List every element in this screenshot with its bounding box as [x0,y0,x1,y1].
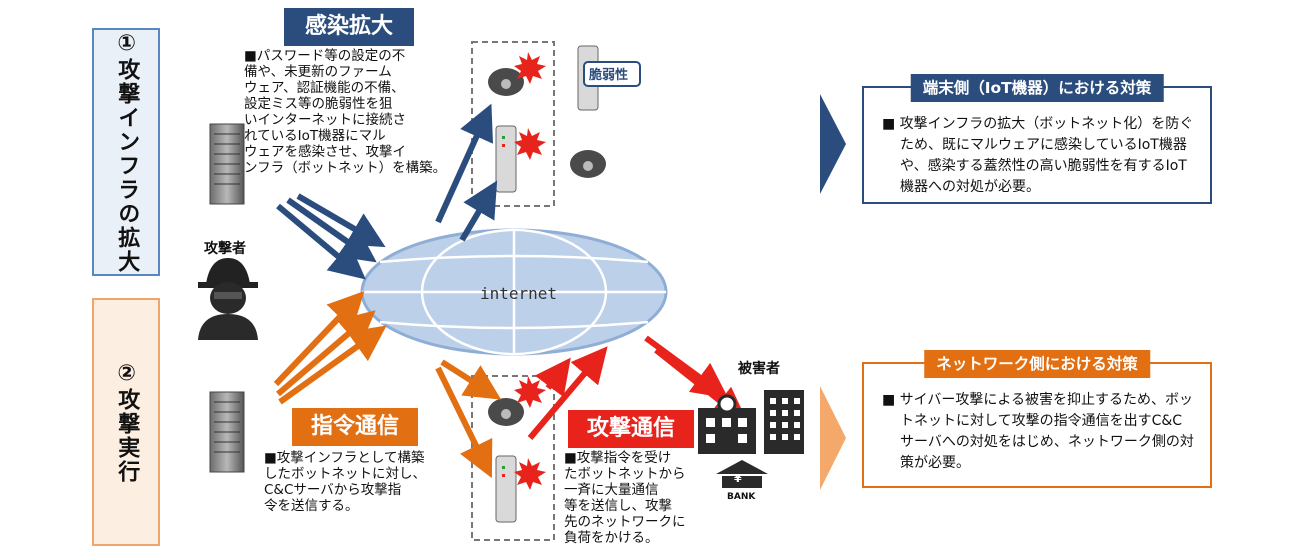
attack-badge: 攻撃通信 [568,410,694,448]
infection-badge: 感染拡大 [284,8,414,46]
network-measures-body: ■ サイバー攻撃による被害を抑止するため、ボットネットに対して攻撃の指令通信を出… [882,392,1194,471]
router-icon-bottom [495,455,517,523]
infection-burst-icons [514,52,546,490]
cc-server-icon-bottom [209,391,245,473]
phase-attack-label: ②攻撃実行 [114,360,140,484]
attack-description: ■攻撃指令を受け たボットネットから 一斉に大量通信 等を送信し、攻撃 先のネッ… [564,450,686,546]
network-measures-title: ネットワーク側における対策 [924,350,1150,378]
cc-server-icon-top [209,123,245,205]
yen-label: ¥ [734,472,742,485]
infection-description: ■パスワード等の設定の不 備や、未更新のファーム ウェア、認証機能の不備、 設定… [244,48,447,176]
vulnerability-tag [583,61,641,87]
vulnerable-camera-icon [570,150,606,178]
attacker-label: 攻撃者 [204,241,246,257]
camera-icon-top [488,68,524,96]
device-measures-panel: 端末側（IoT機器）における対策 ■ 攻撃インフラの拡大（ボットネット化）を防ぐ… [862,74,1212,204]
device-measures-title: 端末側（IoT機器）における対策 [910,74,1164,102]
phase-attack-box: ②攻撃実行 [92,298,160,546]
network-chevron-icon [820,386,846,490]
internet-label: internet [480,284,558,303]
command-badge: 指令通信 [292,408,418,446]
bank-icon [716,460,768,488]
router-icon-top [495,125,517,193]
vulnerability-label: 脆弱性 [589,68,629,83]
office-building-icon [698,394,756,454]
device-chevron-icon [820,94,846,194]
device-measures-body: ■ 攻撃インフラの拡大（ボットネット化）を防ぐため、既にマルウェアに感染している… [882,116,1194,195]
phase-infrastructure-box: ①攻撃インフラの拡大 [92,28,160,276]
tower-building-icon [764,390,804,454]
bank-label: BANK [727,492,756,502]
phase-infrastructure-label: ①攻撃インフラの拡大 [114,30,140,274]
command-description: ■攻撃インフラとして構築 したボットネットに対し、 C&Cサーバから攻撃指 令を… [264,450,426,514]
attacker-icon [198,258,258,340]
network-measures-panel: ネットワーク側における対策 ■ サイバー攻撃による被害を抑止するため、ボットネッ… [862,350,1212,488]
camera-icon-bottom [488,398,524,426]
victim-label: 被害者 [738,361,780,377]
